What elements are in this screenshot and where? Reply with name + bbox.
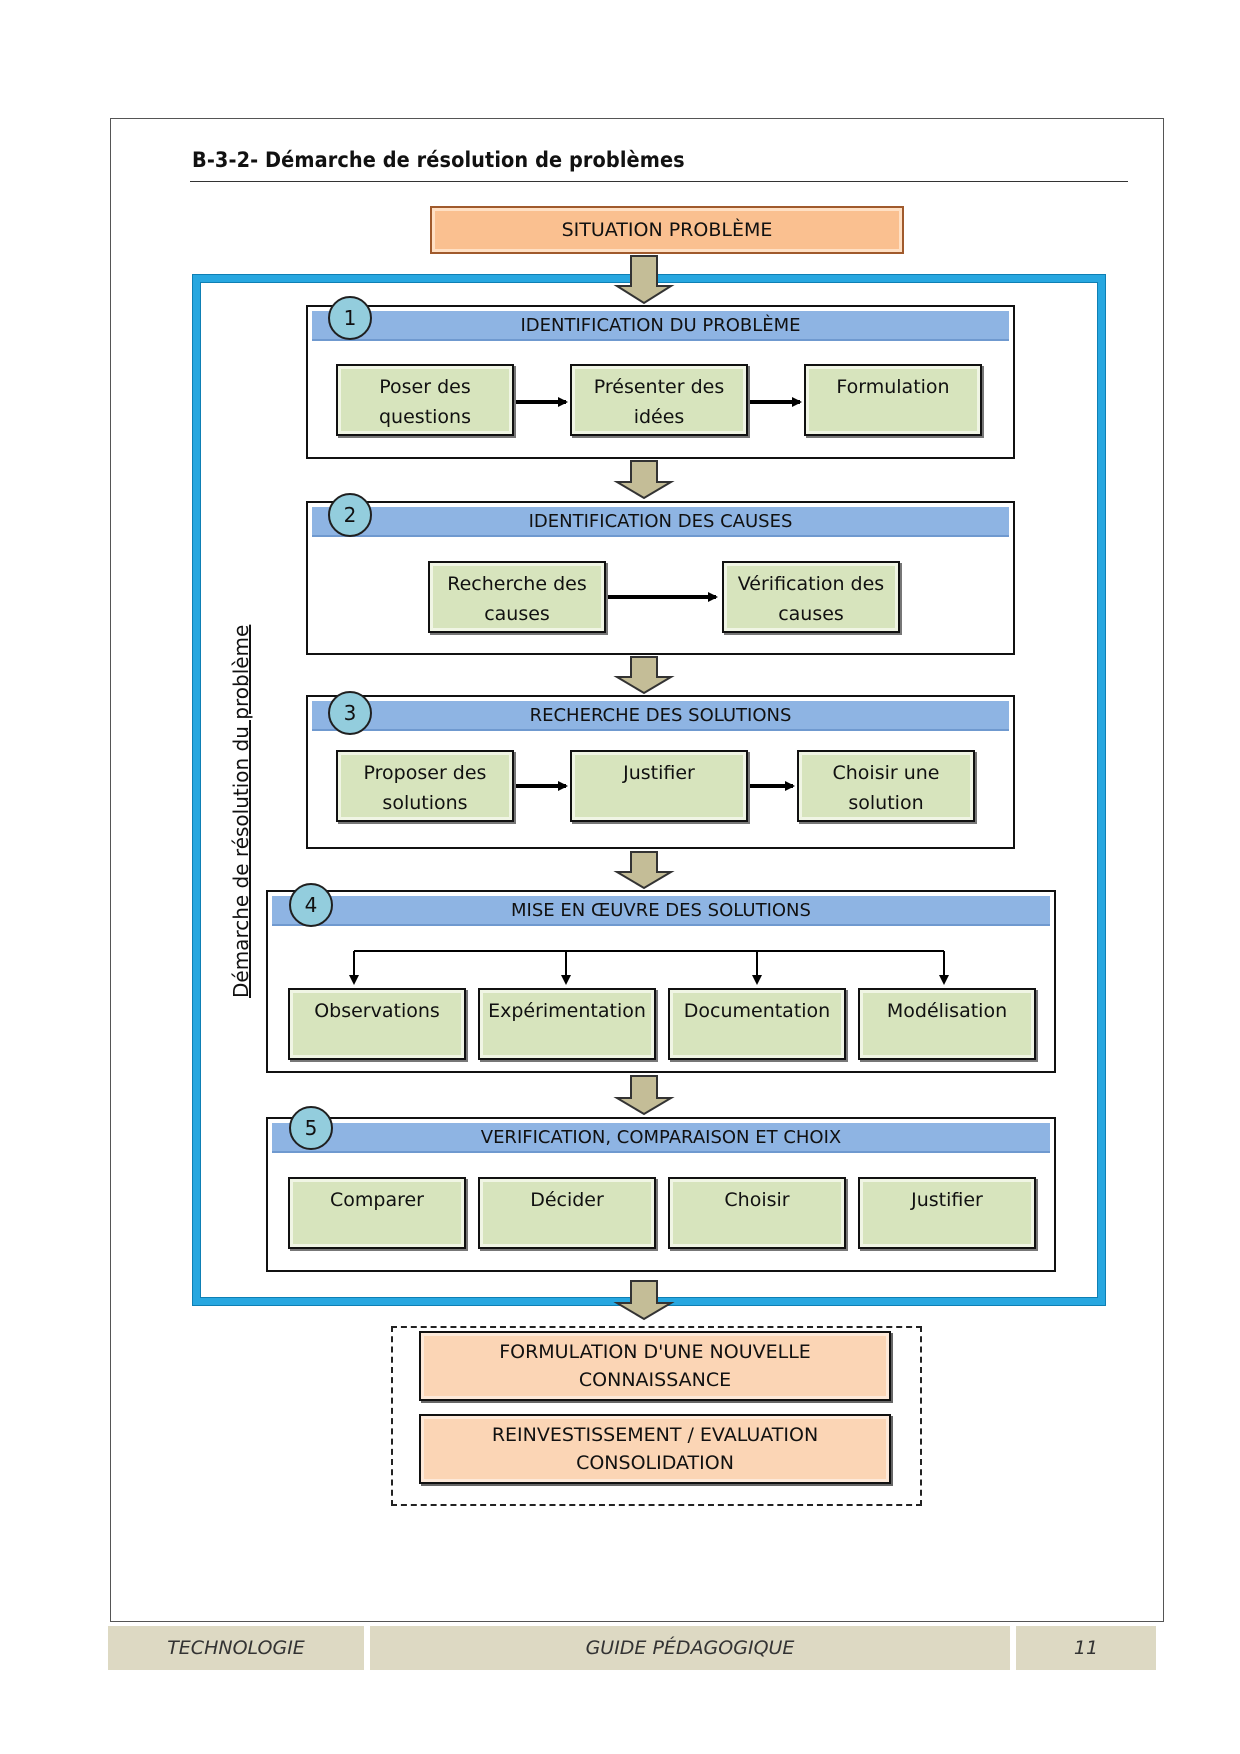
step-5-item-4: Justifier <box>858 1177 1036 1249</box>
step-5-item-3: Choisir <box>668 1177 846 1249</box>
down-arrow-6 <box>613 1280 675 1321</box>
page-title: B-3-2- Démarche de résolution de problèm… <box>192 148 685 172</box>
outcome-reinvestment: REINVESTISSEMENT / EVALUATION CONSOLIDAT… <box>419 1414 891 1484</box>
step-3-number: 3 <box>328 691 372 735</box>
outcomes-group <box>391 1326 922 1506</box>
step-4-item-4: Modélisation <box>858 988 1036 1060</box>
step-5-header: VERIFICATION, COMPARAISON ET CHOIX <box>272 1123 1050 1153</box>
step-5-number: 5 <box>289 1106 333 1150</box>
step-5-item-1: Comparer <box>288 1177 466 1249</box>
down-arrow-1 <box>613 255 675 305</box>
step-4-item-3: Documentation <box>668 988 846 1060</box>
step-5-item-2: Décider <box>478 1177 656 1249</box>
step-3-item-1: Proposer des solutions <box>336 750 514 822</box>
step-2-number: 2 <box>328 493 372 537</box>
step-4-item-2: Expérimentation <box>478 988 656 1060</box>
step-3-item-2: Justifier <box>570 750 748 822</box>
step-1-number: 1 <box>328 296 372 340</box>
footer-page-number: 11 <box>1016 1626 1156 1670</box>
step-1-header: IDENTIFICATION DU PROBLÈME <box>312 311 1009 341</box>
step-4-number: 4 <box>289 883 333 927</box>
step-1-item-3: Formulation <box>804 364 982 436</box>
step-2-item-2: Vérification des causes <box>722 561 900 633</box>
down-arrow-2 <box>613 460 675 500</box>
step-1-item-1: Poser des questions <box>336 364 514 436</box>
down-arrow-4 <box>613 851 675 890</box>
step-2-header: IDENTIFICATION DES CAUSES <box>312 507 1009 537</box>
footer-guide: GUIDE PÉDAGOGIQUE <box>370 1626 1010 1670</box>
outcome-new-knowledge: FORMULATION D'UNE NOUVELLE CONNAISSANCE <box>419 1331 891 1401</box>
page-frame <box>110 118 1164 1622</box>
block-arrows <box>613 255 675 1321</box>
step-3-item-3: Choisir une solution <box>797 750 975 822</box>
situation-probleme-box: SITUATION PROBLÈME <box>430 206 904 254</box>
down-arrow-3 <box>613 656 675 695</box>
footer-subject: TECHNOLOGIE <box>108 1626 364 1670</box>
step-2-item-1: Recherche des causes <box>428 561 606 633</box>
down-arrow-5 <box>613 1075 675 1116</box>
step-4-item-1: Observations <box>288 988 466 1060</box>
title-underline <box>190 181 1128 182</box>
step-3-header: RECHERCHE DES SOLUTIONS <box>312 701 1009 731</box>
step-1-item-2: Présenter des idées <box>570 364 748 436</box>
step-4-header: MISE EN ŒUVRE DES SOLUTIONS <box>272 896 1050 926</box>
